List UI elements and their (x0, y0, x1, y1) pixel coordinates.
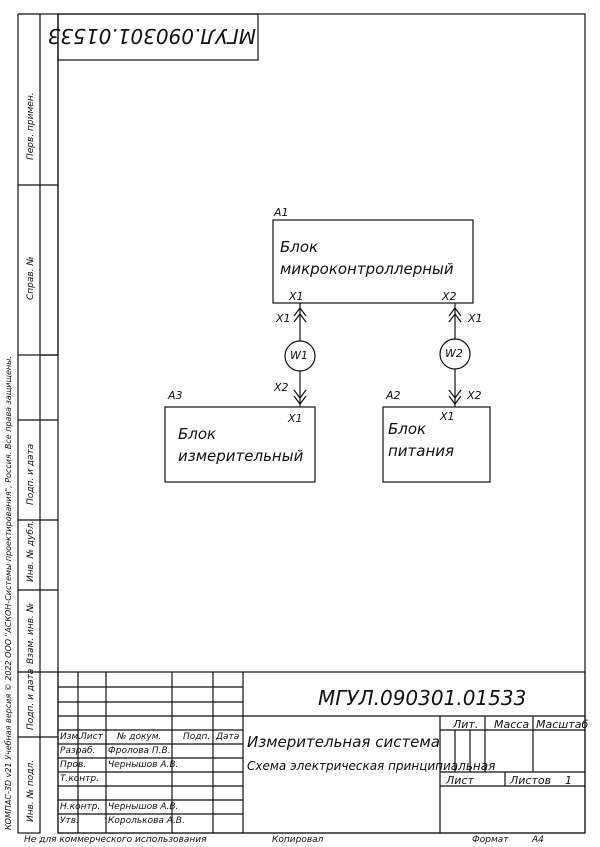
role-razrab: Разраб. (60, 746, 96, 756)
block-a2-ref: A2 (386, 389, 401, 402)
copyright-notice: КОМПАС-3D v21 Учебная версия © 2022 ООО … (4, 355, 13, 830)
mirrored-designation: МГУЛ.090301.01533 (47, 24, 256, 48)
block-a2-connector-x1: X1 (440, 410, 455, 423)
block-a2 (382, 406, 491, 483)
header-masshtab: Масштаб (536, 718, 589, 731)
cable-w2-end-bottom: X2 (467, 389, 482, 402)
header-lit: Лит. (453, 718, 479, 731)
header-sheet: Лист (446, 774, 474, 787)
cable-w2-label: W2 (445, 347, 463, 360)
left-stamp-outer (17, 354, 41, 834)
footer-format-label: Формат (472, 835, 509, 845)
document-title: Измерительная система (247, 733, 440, 751)
header-massa: Масса (494, 718, 530, 731)
sheets-count: 1 (565, 774, 572, 787)
header-data: Дата (216, 732, 240, 742)
block-a3-line2: измерительный (178, 447, 304, 465)
main-designation: МГУЛ.090301.01533 (318, 686, 527, 710)
role-utv: Утв. (60, 816, 79, 826)
block-a1-line1: Блок (280, 238, 319, 256)
outer-frame (57, 13, 586, 834)
stamp-podp-data-1: Подп. и дата (26, 443, 36, 505)
cable-w2-symbol (439, 338, 471, 370)
cable-w1-end-top: X1 (276, 312, 291, 325)
block-a3-line1: Блок (178, 425, 217, 443)
block-a1-connector-x2: X2 (442, 290, 457, 303)
block-a3 (164, 406, 316, 483)
name-razrab: Фролова П.В. (108, 746, 171, 756)
block-a2-line1: Блок (388, 420, 427, 438)
stamp-vzam-inv: Взам. инв. № (26, 602, 36, 664)
name-nkontr: Чернышов А.В. (108, 802, 179, 812)
cable-w1-symbol (284, 340, 316, 372)
cable-w2-end-top: X1 (468, 312, 483, 325)
block-a1-ref: A1 (274, 206, 289, 219)
block-a1 (272, 219, 474, 304)
role-tkontr: Т.контр. (60, 774, 100, 784)
header-doc-no: № докум. (117, 732, 162, 742)
name-prov: Чернышов А.В. (108, 760, 179, 770)
header-izm: Изм. (60, 732, 82, 742)
block-a2-line2: питания (388, 442, 455, 460)
header-list: Лист (80, 732, 103, 742)
cable-w1-end-bottom: X2 (274, 381, 289, 394)
block-a3-ref: A3 (168, 389, 183, 402)
stamp-inv-podl: Инв. № подл. (26, 759, 36, 822)
block-a3-connector-x1: X1 (288, 412, 303, 425)
footer-copied: Копировал (272, 835, 324, 845)
role-prov: Пров. (60, 760, 87, 770)
block-a1-connector-x1: X1 (289, 290, 304, 303)
name-utv: Королькова А.В. (108, 816, 185, 826)
header-sheets: Листов (510, 774, 552, 787)
cable-w1-label: W1 (290, 349, 308, 362)
stamp-sprav-no: Справ. № (26, 256, 36, 300)
stamp-inv-dubl: Инв. № дубл. (26, 520, 36, 582)
title-block (57, 671, 586, 834)
role-nkontr: Н.контр. (60, 802, 101, 812)
header-podp: Подп. (183, 732, 211, 742)
document-subtitle: Схема электрическая принципиальная (247, 759, 496, 773)
stamp-perv-primen: Перв. примен. (26, 92, 36, 160)
footer-note: Не для коммерческого использования (24, 835, 207, 845)
footer-format-value: А4 (532, 835, 544, 845)
block-a1-line2: микроконтроллерный (280, 260, 454, 278)
stamp-podp-data-2: Подп. и дата (26, 668, 36, 730)
